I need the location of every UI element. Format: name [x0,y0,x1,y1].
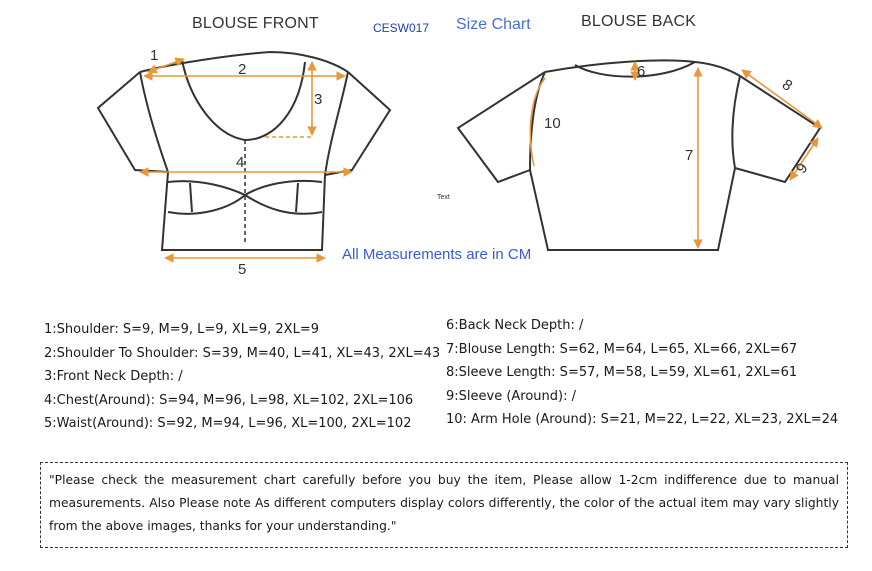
measurement-7: 7:Blouse Length: S=62, M=64, L=65, XL=66… [446,341,798,357]
size-chart-label: Size Chart [456,16,531,33]
measurement-1: 1:Shoulder: S=9, M=9, L=9, XL=9, 2XL=9 [44,322,319,337]
callout-7: 7 [685,147,693,164]
measurement-9: 9:Sleeve (Around): / [446,388,577,404]
back-outline [456,59,822,251]
measurement-2: 2:Shoulder To Shoulder: S=39, M=40, L=41… [44,345,441,361]
measurement-6: 6:Back Neck Depth: / [446,318,584,333]
measurement-4: 4:Chest(Around): S=94, M=96, L=98, XL=10… [44,392,414,408]
callout-5: 5 [238,261,246,278]
callout-2: 2 [238,61,246,78]
measurements-right: 6:Back Neck Depth: / 7:Blouse Length: S=… [446,318,838,436]
disclaimer-text: "Please check the measurement chart care… [49,473,839,533]
units-note: All Measurements are in CM [342,246,532,263]
callout-4: 4 [236,154,244,171]
measurement-5: 5:Waist(Around): S=92, M=94, L=96, XL=10… [44,416,412,431]
callout-3: 3 [314,91,322,108]
measurements-left: 1:Shoulder: S=9, M=9, L=9, XL=9, 2XL=9 2… [44,322,440,440]
callout-8: 8 [779,76,796,95]
measurement-8: 8:Sleeve Length: S=57, M=58, L=59, XL=61… [446,365,798,380]
disclaimer-box: "Please check the measurement chart care… [40,462,848,548]
tiny-text-label: Text [437,194,450,201]
product-code: CESW017 [373,21,430,35]
front-title: BLOUSE FRONT [192,15,319,32]
back-title: BLOUSE BACK [581,13,697,30]
callout-1: 1 [150,47,158,64]
blouse-front-diagram: 1 2 3 4 5 6 7 8 9 10 Text [96,47,823,278]
back-arrows [529,61,823,249]
measurement-10: 10: Arm Hole (Around): S=21, M=22, L=22,… [446,412,839,427]
callout-10: 10 [544,115,561,132]
front-arrows [139,57,353,263]
callout-6: 6 [637,63,645,80]
front-outline [96,50,392,251]
measurement-3: 3:Front Neck Depth: / [44,369,183,384]
